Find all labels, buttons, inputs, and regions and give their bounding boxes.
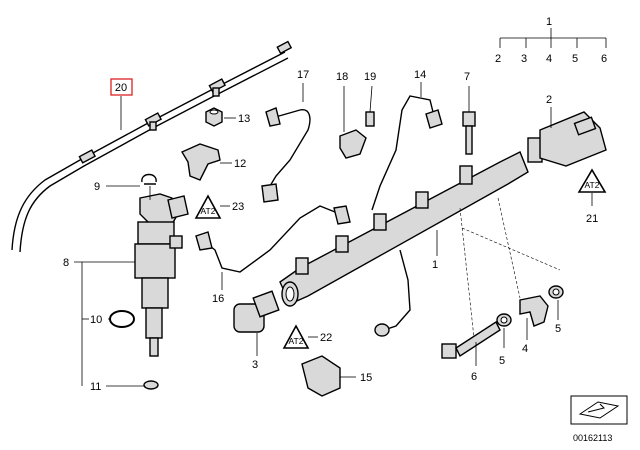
fuel-rail-part-1 [279,151,529,337]
part-label-15[interactable]: 15 [360,372,372,384]
part-label-4[interactable]: 4 [522,343,528,355]
part-label-23[interactable]: 23 [232,201,244,213]
view-indicator-box [570,395,628,425]
part-label-1[interactable]: 1 [432,259,438,271]
return-fitting-part-4 [519,295,549,327]
part-label-21[interactable]: 21 [586,213,598,225]
parts-tree [499,28,607,48]
warning-triangle-21: AT2 [577,168,607,193]
part-label-10[interactable]: 10 [90,314,102,326]
tree-label-1[interactable]: 1 [546,16,552,28]
bolt-part-7 [462,111,476,155]
o-ring-part-10 [109,310,135,328]
part-label-8[interactable]: 8 [63,257,69,269]
drawing-number: 00162113 [573,433,612,443]
part-label-22[interactable]: 22 [320,332,332,344]
washer-part-11 [143,380,159,390]
part-label-18[interactable]: 18 [336,71,348,83]
part-20-highlight-box[interactable] [110,78,133,96]
fuel-pipe-17 [261,107,311,203]
svg-text:AT2: AT2 [289,336,304,346]
part-label-7[interactable]: 7 [464,71,470,83]
tree-label-2[interactable]: 2 [495,53,501,65]
leak-off-hose [11,40,293,253]
holder-part-18 [339,129,367,159]
part-label-13[interactable]: 13 [238,113,250,125]
bracket-part-12 [180,143,221,181]
part-label-3[interactable]: 3 [252,359,258,371]
tree-label-3[interactable]: 3 [521,53,527,65]
part-label-6[interactable]: 6 [471,371,477,383]
part-label-16[interactable]: 16 [212,293,224,305]
svg-text:AT2: AT2 [201,206,216,216]
svg-text:AT2: AT2 [585,180,600,190]
part-label-9[interactable]: 9 [94,181,100,193]
clamp-part-9 [141,173,157,185]
part-label-5-b[interactable]: 5 [499,355,505,367]
fuel-pipe-14 [371,95,443,211]
part-label-17[interactable]: 17 [297,69,309,81]
part-label-20[interactable]: 20 [115,82,127,94]
clamp-block-part-15 [301,355,341,397]
part-label-2[interactable]: 2 [546,94,552,106]
warning-triangle-23: AT2 [194,194,222,219]
tree-label-5[interactable]: 5 [572,53,578,65]
pressure-regulator-part-2 [527,111,607,167]
part-label-14[interactable]: 14 [414,69,426,81]
part-label-5-a[interactable]: 5 [555,323,561,335]
part-label-19[interactable]: 19 [364,71,376,83]
banjo-bolt-part-6 [441,320,501,359]
tree-label-4[interactable]: 4 [546,53,552,65]
warning-triangle-22: AT2 [282,324,310,349]
injector [134,186,189,357]
fuel-pipe-16 [195,205,351,273]
screw-part-19 [365,111,375,127]
tree-label-6[interactable]: 6 [601,53,607,65]
pressure-sensor-part-3 [233,290,280,333]
part-label-11[interactable]: 11 [90,381,101,393]
part-label-12[interactable]: 12 [234,158,246,170]
